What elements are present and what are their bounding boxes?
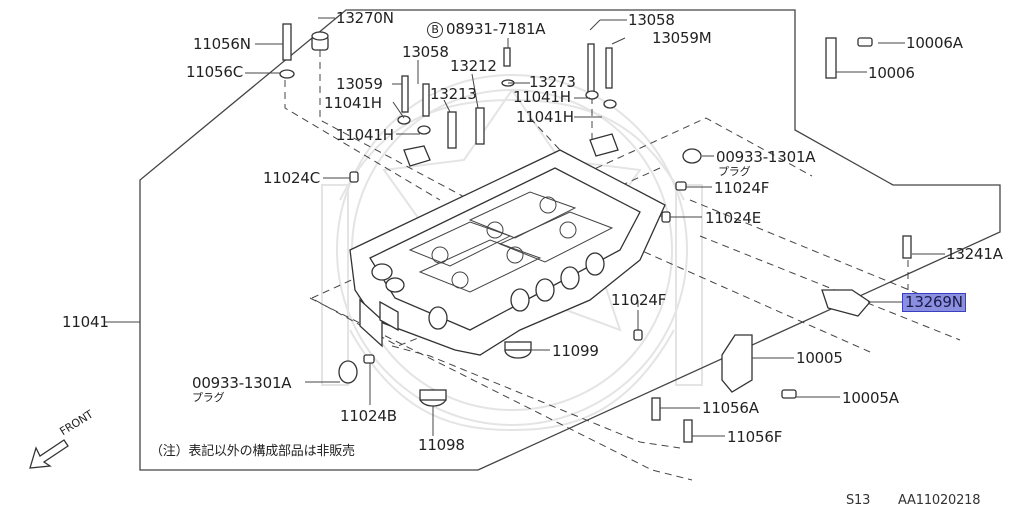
label-10005A: 10005A: [842, 389, 899, 407]
label-13270N: 13270N: [336, 9, 394, 27]
label-11056N: 11056N: [193, 35, 251, 53]
label-11098: 11098: [418, 436, 465, 454]
label-13269N-highlighted[interactable]: 13269N: [902, 293, 966, 312]
label-11041H-a: 11041H: [324, 94, 382, 112]
label-13058-left: 13058: [402, 43, 449, 61]
label-11041H-c: 11041H: [516, 108, 574, 126]
label-08931-text: 08931-7181A: [446, 20, 546, 38]
front-arrow-icon: [29, 439, 69, 469]
label-13213: 13213: [430, 85, 477, 103]
label-10006: 10006: [868, 64, 915, 82]
label-11056F: 11056F: [727, 428, 783, 446]
bolt-circle-marker: B: [427, 22, 443, 38]
label-13059M: 13059M: [652, 29, 712, 47]
leader-lines: [245, 17, 945, 437]
label-10005: 10005: [796, 349, 843, 367]
label-13273: 13273: [529, 73, 576, 91]
label-11024F-top: 11024F: [714, 179, 770, 197]
label-11041: 11041: [62, 313, 109, 331]
label-13241A: 13241A: [946, 245, 1003, 263]
label-11041H-b: 11041H: [513, 88, 571, 106]
label-11041H-d: 11041H: [336, 126, 394, 144]
label-11024E: 11024E: [705, 209, 761, 227]
label-00933-1301A-bottom: 00933-1301A: [192, 374, 292, 392]
label-13212: 13212: [450, 57, 497, 75]
label-13058-right: 13058: [628, 11, 675, 29]
fasteners: [279, 23, 912, 443]
cylinder-head-drawing: [349, 107, 666, 356]
label-11099: 11099: [552, 342, 599, 360]
label-11024C: 11024C: [263, 169, 320, 187]
label-plug-bottom: プラグ: [192, 391, 225, 404]
label-11024B: 11024B: [340, 407, 397, 425]
label-11024F-mid: 11024F: [611, 291, 667, 309]
label-11056A: 11056A: [702, 399, 759, 417]
label-13059: 13059: [336, 75, 383, 93]
label-00933-1301A-top: 00933-1301A: [716, 148, 816, 166]
label-10006A: 10006A: [906, 34, 963, 52]
label-11056C: 11056C: [186, 63, 243, 81]
ref-code-right: AA11020218: [898, 493, 981, 508]
label-plug-top: プラグ: [718, 165, 751, 178]
note-not-sold: （注）表記以外の構成部品は非販売: [150, 444, 355, 459]
ref-code-left: S13: [846, 493, 871, 508]
